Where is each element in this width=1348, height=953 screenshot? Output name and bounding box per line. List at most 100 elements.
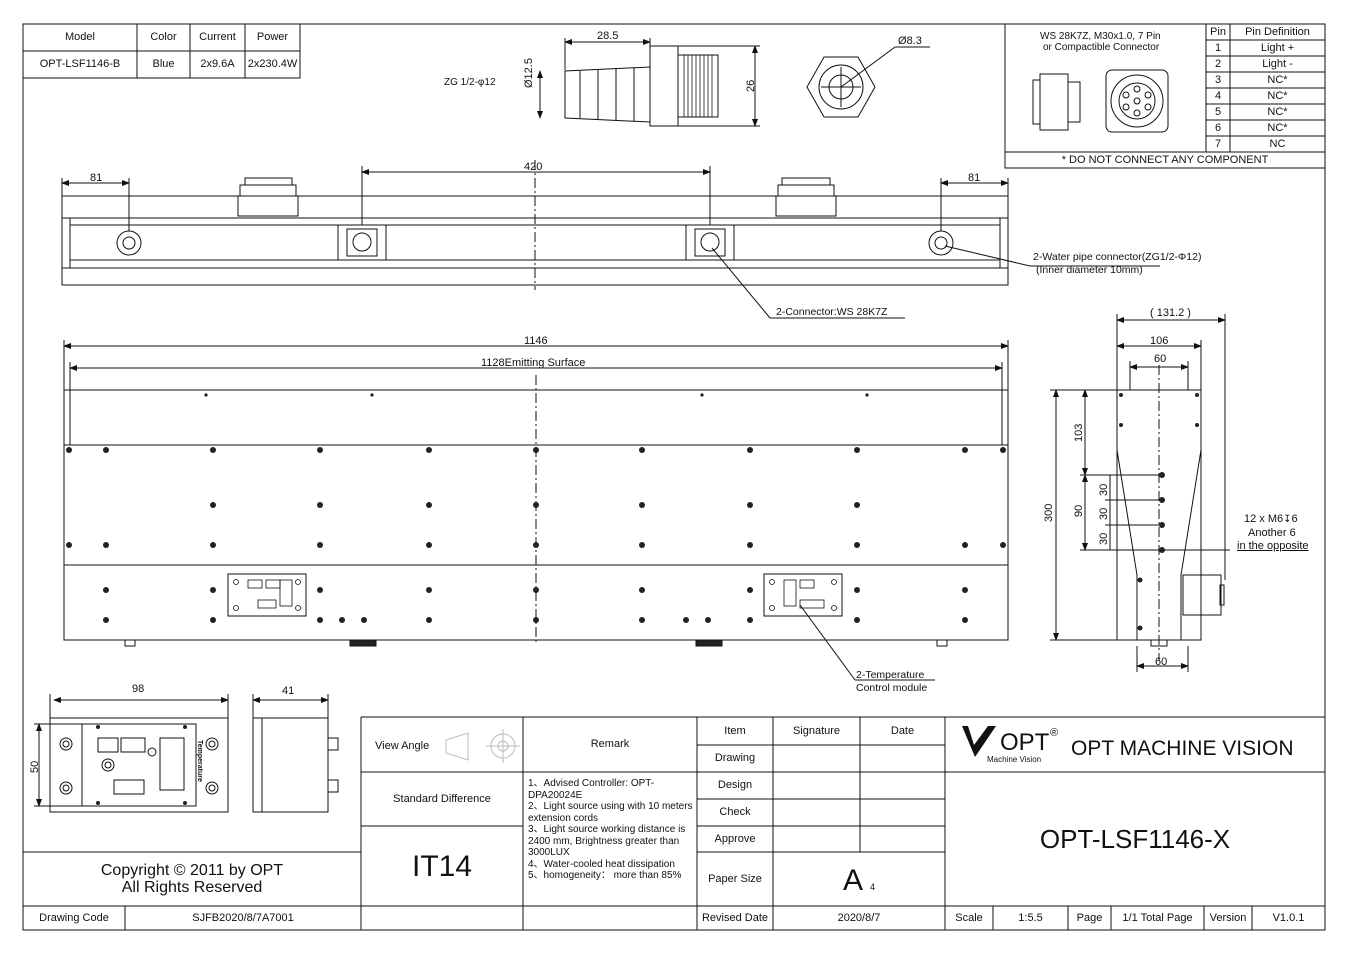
pin-definition: Light + <box>1260 41 1295 54</box>
row-design: Design <box>717 779 753 792</box>
dim-30a: 30 <box>1098 483 1110 496</box>
module-dim-height: 50 <box>29 760 41 773</box>
remark-item: 1、Advised Controller: OPT-DPA20024E <box>528 778 655 801</box>
dim-60-bottom: 60 <box>1155 656 1168 668</box>
page-value: 1/1 Total Page <box>1122 911 1193 924</box>
paper-size-sub: 4 <box>870 882 876 892</box>
thread-note-line1: 12 x M6↧6 <box>1244 513 1298 525</box>
fitting-label: ZG 1/2-φ12 <box>444 77 496 88</box>
temp-module-details <box>233 579 837 611</box>
copyright-line1: Copyright © 2011 by OPT <box>100 862 284 880</box>
spec-header-model: Model <box>65 31 95 44</box>
version-value: V1.0.1 <box>1272 911 1305 924</box>
opt-logo-mark <box>962 726 996 757</box>
fitting-dim-diameter: Ø12.5 <box>523 58 535 88</box>
pin-definition: NC* <box>1267 73 1288 86</box>
pin-header-pin: Pin <box>1210 25 1226 38</box>
pin-number: 5 <box>1214 105 1222 118</box>
dim-60-top: 60 <box>1154 353 1167 365</box>
pin-number: 2 <box>1214 57 1222 70</box>
module-front-view <box>34 694 229 813</box>
dim-emitting-surface: 1128Emitting Surface <box>481 357 586 369</box>
dim-left-81: 81 <box>90 172 103 184</box>
std-diff-label: Standard Difference <box>393 792 491 805</box>
spec-power-value: 2x230.4W <box>247 58 298 71</box>
hex-dim-diameter: Ø8.3 <box>898 35 922 47</box>
fitting-dim-height: 26 <box>745 79 757 92</box>
drawing-code-label: Drawing Code <box>39 911 109 924</box>
remark-item: 2、Light source using with 10 meters exte… <box>528 801 693 824</box>
logo-subtitle: Machine Vision <box>987 755 1042 764</box>
module-dim-width: 98 <box>132 683 145 695</box>
dim-90: 90 <box>1073 504 1085 517</box>
connector-callout: 2-Connector:WS 28K7Z <box>776 306 888 318</box>
pin-number: 3 <box>1214 73 1222 86</box>
drawing-code-value: SJFB2020/8/7A7001 <box>192 911 294 924</box>
dim-center-420: 420 <box>524 161 543 173</box>
part-number: OPT-LSF1146-X <box>1039 823 1231 854</box>
hex-dim-diameter-value: 8.3 <box>906 35 922 47</box>
scale-label: Scale <box>955 911 983 924</box>
remark-item: 5、homogeneity： more than 85% <box>528 870 682 881</box>
dim-30c: 30 <box>1098 532 1110 545</box>
revised-date-label: Revised Date <box>701 911 769 924</box>
mounting-holes <box>66 393 1199 805</box>
row-check: Check <box>719 806 751 819</box>
module-side-view <box>252 694 339 813</box>
logo-registered: ® <box>1050 727 1059 739</box>
hex-nut-view <box>806 46 930 118</box>
connector-note: * DO NOT CONNECT ANY COMPONENT <box>1061 153 1269 166</box>
dim-106: 106 <box>1150 335 1169 347</box>
date-label: Date <box>890 724 915 737</box>
remark-label: Remark <box>590 738 630 751</box>
dim-total-1146: 1146 <box>524 335 548 347</box>
thread-depth: 6 <box>1291 513 1298 525</box>
logo-text: OPT <box>1000 729 1050 756</box>
dim-131: ( 131.2 ) <box>1150 307 1191 319</box>
signature-label: Signature <box>792 724 841 737</box>
dim-right-81: 81 <box>968 172 981 184</box>
copyright-line2: All Rights Reserved <box>121 879 263 897</box>
pin-definition: NC* <box>1267 121 1288 134</box>
pin-number: 7 <box>1214 137 1222 150</box>
spec-table-grid <box>22 23 301 79</box>
item-label: Item <box>724 724 746 737</box>
dim-300: 300 <box>1043 503 1055 522</box>
std-diff-value: IT14 <box>411 849 473 883</box>
paper-size-value: A <box>843 864 864 897</box>
connector-title-line1: WS 28K7Z, M30x1.0, 7 Pin <box>1040 31 1161 42</box>
pin-number: 6 <box>1214 121 1222 134</box>
title-block-grid <box>23 716 1325 930</box>
module-temperature-label: Temperature <box>196 740 203 782</box>
front-view-bar <box>63 340 1009 681</box>
pin-number: 4 <box>1214 89 1222 102</box>
scale-value: 1:5.5 <box>1018 911 1043 924</box>
top-view-bar <box>61 160 1160 319</box>
view-angle-label: View Angle <box>375 740 430 752</box>
temp-callout-line1: 2-Temperature <box>856 669 925 681</box>
remark-item: 4、Water-cooled heat dissipation <box>528 858 675 870</box>
remark-list: 1、Advised Controller: OPT-DPA20024E 2、Li… <box>528 778 696 882</box>
version-label: Version <box>1209 911 1247 924</box>
spec-color-value: Blue <box>152 58 175 71</box>
row-drawing: Drawing <box>714 752 756 765</box>
pin-definition: NC <box>1269 137 1286 150</box>
water-callout-line1: 2-Water pipe connector(ZG1/2-Φ12) <box>1033 251 1202 263</box>
remark-item: 3、Light source working distance is 2400 … <box>528 824 686 858</box>
company-name: OPT MACHINE VISION <box>1071 737 1294 760</box>
pin-definition: NC* <box>1267 89 1288 102</box>
module-dim-depth: 41 <box>282 685 295 697</box>
thread-note-line2: Another 6 <box>1248 527 1296 539</box>
spec-header-current: Current <box>199 31 236 44</box>
spec-current-value: 2x9.6A <box>200 58 235 71</box>
connector-title-line2: or Compactible Connector <box>1043 42 1160 53</box>
page-border <box>22 23 1326 931</box>
pin-definition: NC* <box>1267 105 1288 118</box>
paper-size-label: Paper Size <box>708 872 762 885</box>
fitting-dim-length: 28.5 <box>597 30 619 42</box>
connector-box-frame <box>1004 23 1326 169</box>
fitting-dim-diameter-value: 12.5 <box>523 58 535 80</box>
dim-30b: 30 <box>1098 507 1110 520</box>
